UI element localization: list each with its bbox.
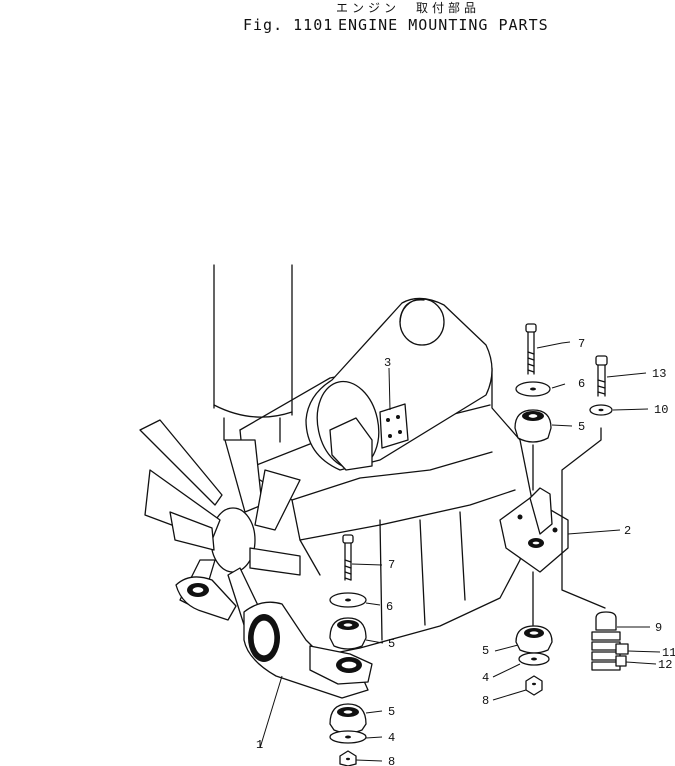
callout-8-right: 8	[482, 694, 489, 708]
callout-5-top: 5	[578, 420, 585, 434]
leader-lines	[259, 341, 661, 762]
callout-4-right: 4	[482, 671, 489, 685]
engine-assembly	[139, 264, 533, 699]
callout-4-bottom: 4	[388, 731, 395, 745]
front-mount-stack-lower	[329, 703, 367, 766]
callout-8-bottom: 8	[388, 755, 395, 766]
callout-9: 9	[655, 621, 662, 635]
callout-7-top: 7	[578, 337, 585, 351]
fan	[139, 419, 301, 629]
callout-12: 12	[658, 658, 672, 672]
callout-3: 3	[384, 356, 391, 370]
callout-6-top: 6	[578, 377, 585, 391]
callout-5-right-lower: 5	[482, 644, 489, 658]
callout-11: 11	[662, 646, 675, 660]
page-title: ENGINE MOUNTING PARTS	[338, 16, 549, 34]
callout-13: 13	[652, 367, 666, 381]
callout-7-front: 7	[388, 558, 395, 572]
callout-5-front: 5	[388, 637, 395, 651]
title-japanese: エンジン 取付部品	[336, 0, 480, 15]
callout-1: 1	[256, 738, 263, 752]
side-mount-stack	[561, 355, 629, 671]
rear-mount-stack	[499, 323, 569, 696]
callout-5-bottom: 5	[388, 705, 395, 719]
callout-6-front: 6	[386, 600, 393, 614]
front-mount-stack-upper	[329, 534, 367, 650]
callout-10: 10	[654, 403, 668, 417]
figure-number: Fig. 1101	[243, 16, 333, 34]
callout-2: 2	[624, 524, 631, 538]
